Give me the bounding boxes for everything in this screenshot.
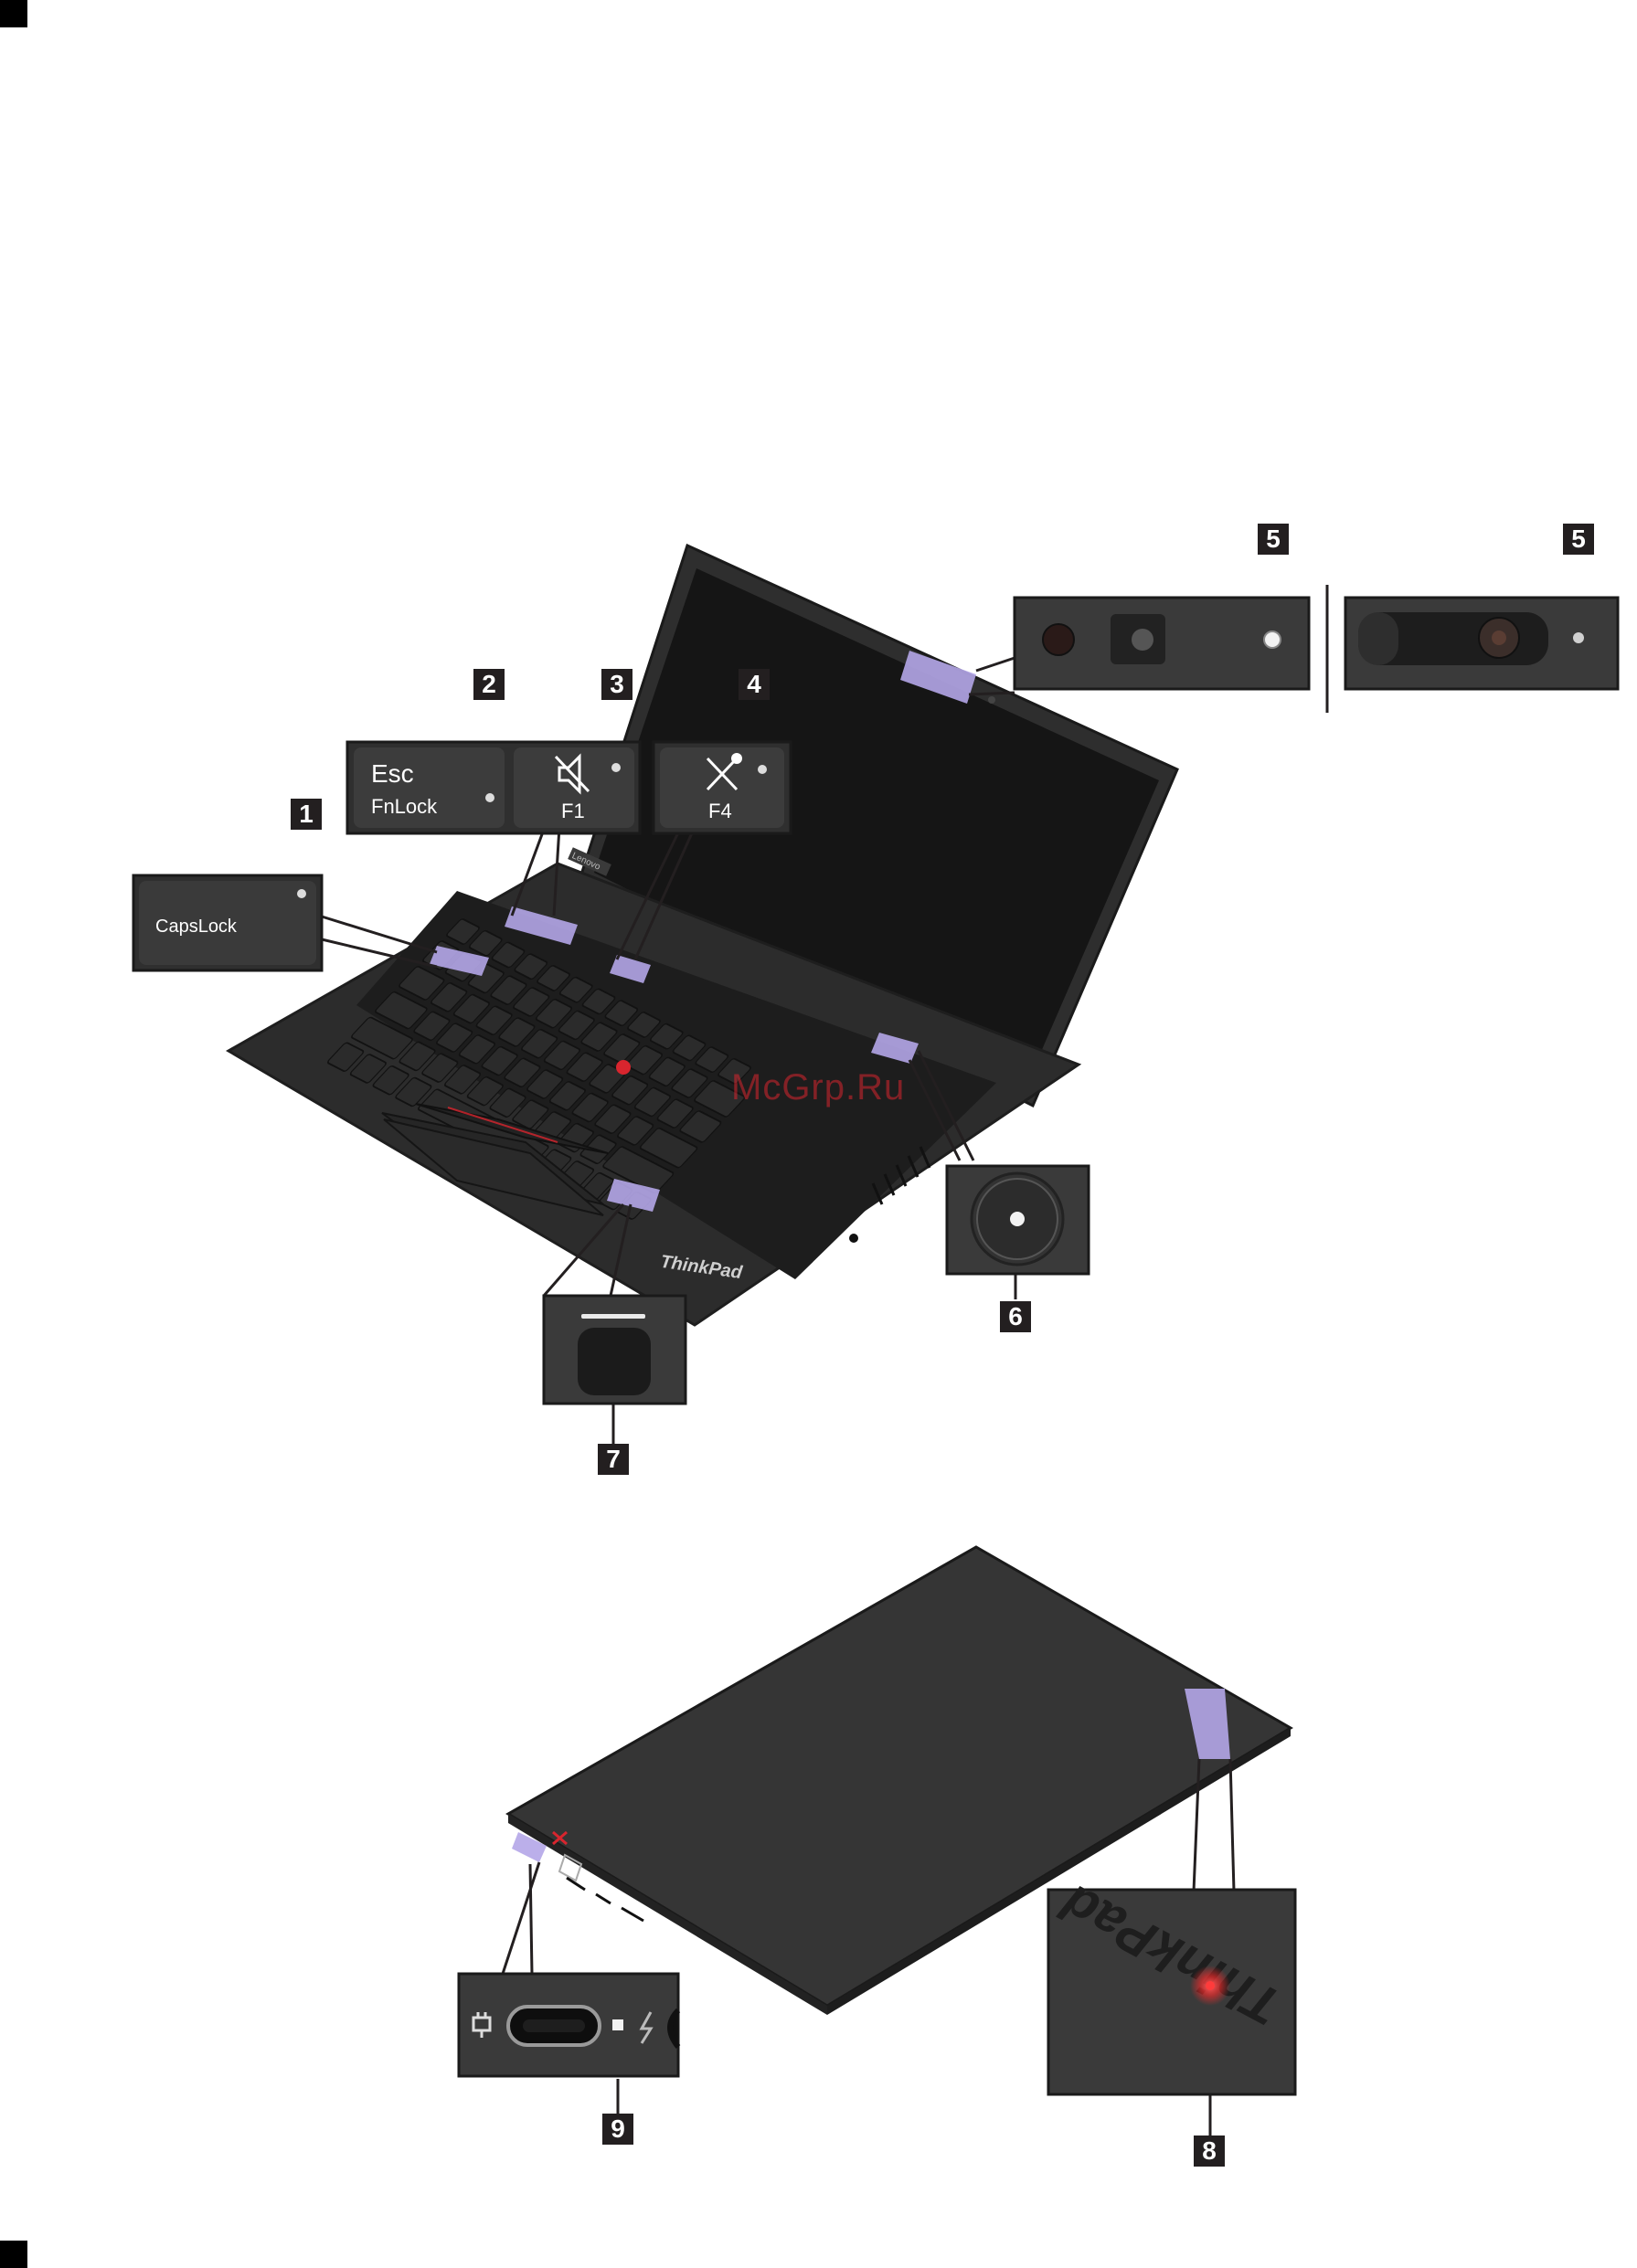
usbc-panel	[459, 1974, 678, 2076]
charging-led	[612, 2019, 623, 2030]
f4-led	[758, 765, 767, 774]
power-button-panel	[947, 1166, 1089, 1274]
lid-logo-panel: ThinkPad	[1048, 1872, 1295, 2094]
capslock-panel: CapsLock	[133, 875, 322, 970]
watermark: McGrp.Ru	[731, 1067, 905, 1108]
camera-panel-closed	[1345, 598, 1618, 689]
callout-6: 6	[1000, 1301, 1031, 1332]
callout-3: 3	[601, 669, 632, 700]
fingerprint-panel	[544, 1296, 686, 1404]
callout-7: 7	[598, 1444, 629, 1475]
camera-status-led	[1264, 631, 1281, 648]
esc-key-label: Esc	[371, 759, 414, 788]
capslock-key-label: CapsLock	[155, 917, 238, 937]
f1-key-label: F1	[561, 800, 585, 822]
f4-key-label: F4	[708, 800, 732, 822]
fingerprint-led-bar	[581, 1314, 645, 1319]
trackpoint	[616, 1060, 631, 1075]
esc-f1-panel: Esc FnLock F1	[347, 742, 640, 833]
camera-lens	[1043, 624, 1074, 655]
f1-led	[611, 763, 621, 772]
audio-jack	[849, 1234, 858, 1243]
fnlock-led	[485, 793, 494, 802]
power-led	[1010, 1212, 1025, 1226]
callout-5-open: 5	[1258, 524, 1289, 555]
fnlock-key-label: FnLock	[371, 795, 438, 818]
callout-8: 8	[1194, 2136, 1225, 2167]
callout-1: 1	[291, 799, 322, 830]
f4-panel: F4	[654, 742, 791, 833]
ir-sensor	[1132, 629, 1153, 651]
callout-2: 2	[473, 669, 505, 700]
camera-panel-open	[1015, 598, 1309, 689]
callout-9: 9	[602, 2114, 633, 2145]
callout-4: 4	[739, 669, 770, 700]
lid-logo-led	[1206, 1981, 1215, 1990]
capslock-led	[297, 889, 306, 898]
callout-5-closed: 5	[1563, 524, 1594, 555]
fingerprint-reader	[578, 1328, 651, 1395]
camera-status-led-closed	[1573, 632, 1584, 643]
lid-camera-dot	[988, 696, 995, 704]
